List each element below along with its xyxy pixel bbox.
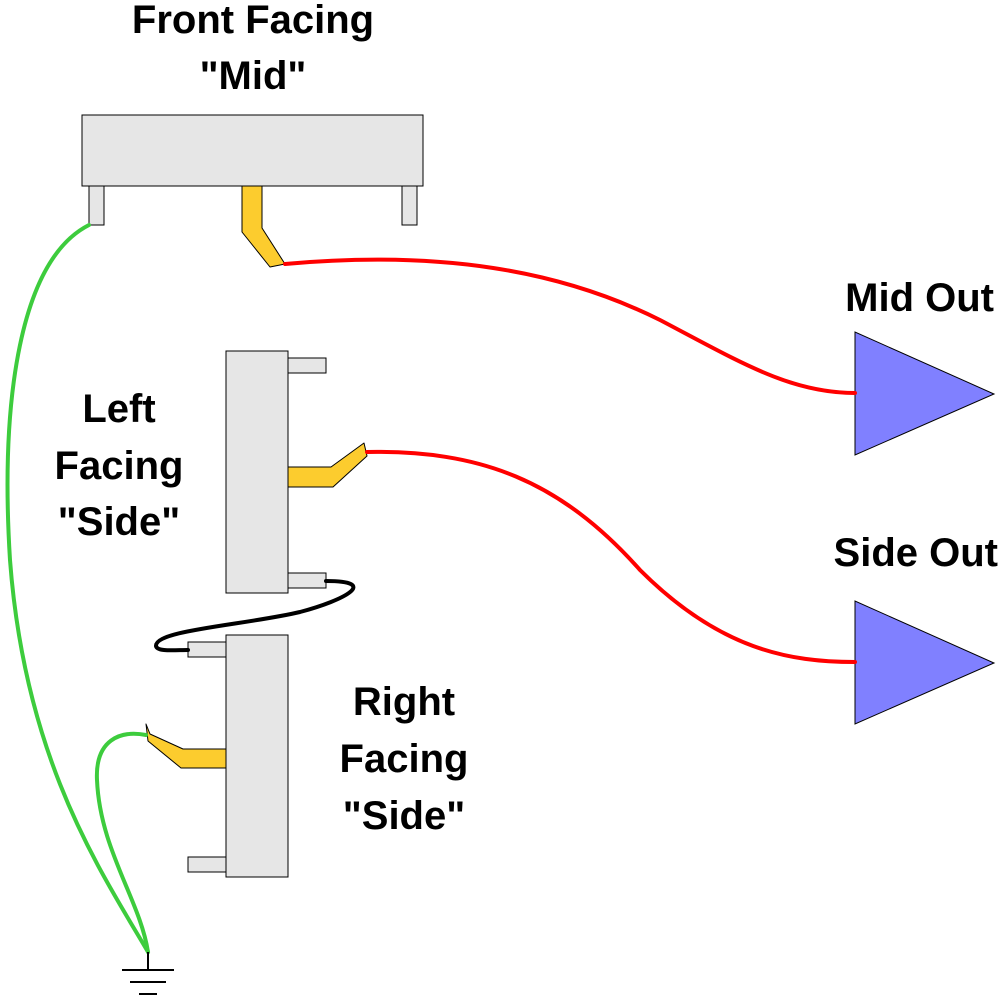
mid-mic-right-tab	[401, 185, 418, 226]
mid-out-amplifier	[854, 331, 996, 456]
mid-mic-body	[81, 114, 424, 187]
right-mic-label-line1: Right	[353, 680, 455, 724]
mid-signal-wire	[283, 257, 857, 395]
right-side-mic-top-tab	[187, 641, 227, 658]
front-facing-mid-mic	[81, 114, 424, 268]
side-out-amplifier	[854, 600, 996, 725]
left-side-mic-signal-lead	[287, 442, 368, 488]
right-facing-side-mic	[145, 634, 289, 878]
left-mic-label-line3: "Side"	[58, 500, 180, 544]
left-mic-label-line2: Facing	[55, 444, 184, 488]
side-mics-link-wire	[154, 579, 356, 653]
right-mic-label-line2: Facing	[340, 737, 469, 781]
left-mic-label-line1: Left	[82, 387, 155, 431]
mid-out-label: Mid Out	[845, 276, 994, 320]
left-side-mic-bottom-tab	[287, 572, 327, 589]
right-side-mic-bottom-tab	[187, 856, 227, 873]
side-ground-wire	[94, 731, 150, 954]
right-mic-label-line3: "Side"	[343, 794, 465, 838]
right-side-mic-signal-lead	[145, 723, 227, 769]
front-mic-label-line1: Front Facing	[132, 0, 374, 42]
front-mic-label-line2: "Mid"	[200, 54, 307, 98]
mid-ground-wire	[5, 223, 150, 954]
left-side-mic-top-tab	[287, 357, 327, 374]
mid-mic-signal-lead	[241, 185, 286, 268]
left-facing-side-mic	[225, 350, 368, 594]
side-signal-wire	[365, 449, 857, 664]
mid-mic-left-tab	[88, 185, 105, 226]
right-side-mic-body	[225, 634, 289, 878]
left-side-mic-body	[225, 350, 289, 594]
ground-symbol	[122, 952, 174, 995]
side-out-label: Side Out	[834, 531, 998, 575]
